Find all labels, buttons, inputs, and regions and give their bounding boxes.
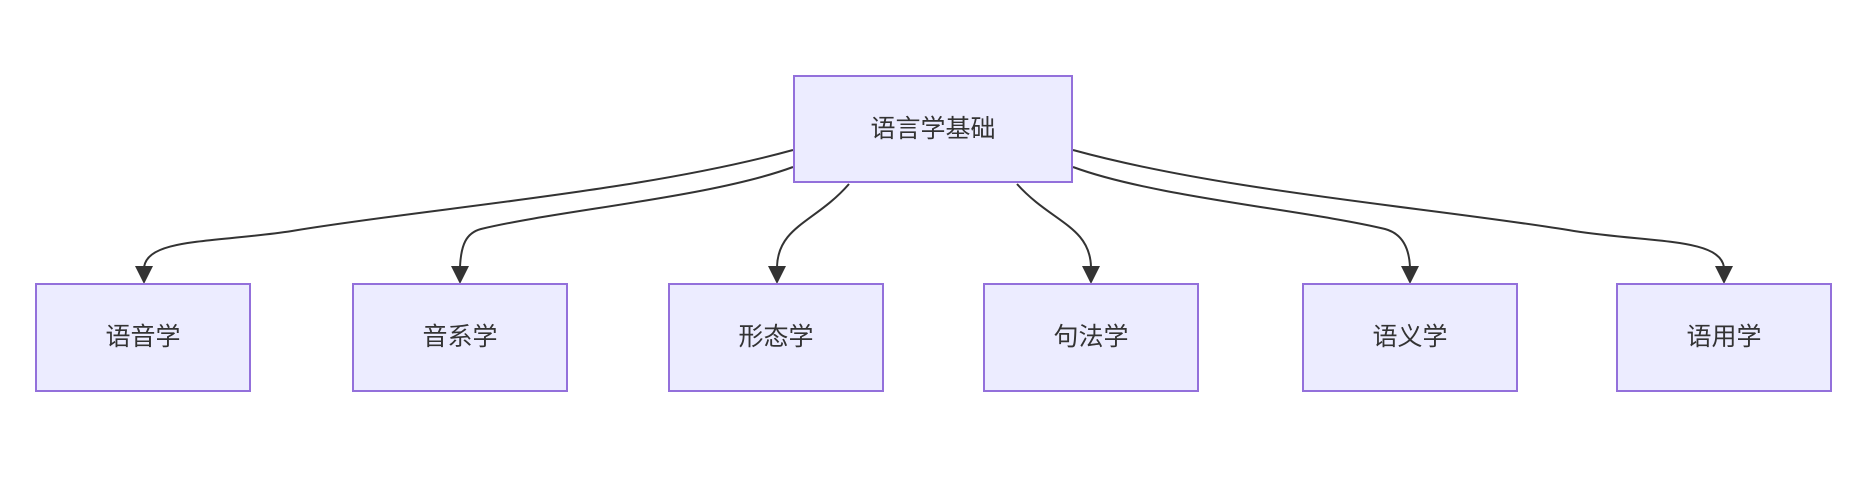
- edge-root-to-phonetics: [143, 149, 794, 268]
- node-morphology: 形态学: [668, 283, 884, 392]
- edge-root-to-pragmatics: [1072, 149, 1725, 268]
- arrowhead-icon: [1401, 266, 1419, 284]
- arrowhead-icon: [1082, 266, 1100, 284]
- node-phonology: 音系学: [352, 283, 568, 392]
- arrowhead-icon: [1715, 266, 1733, 284]
- edge-root-to-morphology: [776, 183, 850, 268]
- node-semantics: 语义学: [1302, 283, 1518, 392]
- node-morphology-label: 形态学: [738, 323, 814, 351]
- edge-root-to-semantics: [1072, 166, 1411, 268]
- node-root-label: 语言学基础: [870, 114, 996, 143]
- arrowhead-icon: [135, 266, 153, 284]
- arrowhead-icon: [768, 266, 786, 284]
- edge-root-to-phonology: [459, 166, 794, 268]
- node-phonetics: 语音学: [35, 283, 251, 392]
- node-pragmatics: 语用学: [1616, 283, 1832, 392]
- edge-root-to-syntax: [1016, 183, 1092, 268]
- node-syntax-label: 句法学: [1053, 323, 1129, 351]
- node-syntax: 句法学: [983, 283, 1199, 392]
- arrowhead-icon: [451, 266, 469, 284]
- node-root: 语言学基础: [793, 75, 1073, 183]
- node-phonetics-label: 语音学: [105, 323, 181, 351]
- node-pragmatics-label: 语用学: [1686, 323, 1762, 351]
- node-semantics-label: 语义学: [1372, 323, 1448, 351]
- node-phonology-label: 音系学: [422, 323, 498, 351]
